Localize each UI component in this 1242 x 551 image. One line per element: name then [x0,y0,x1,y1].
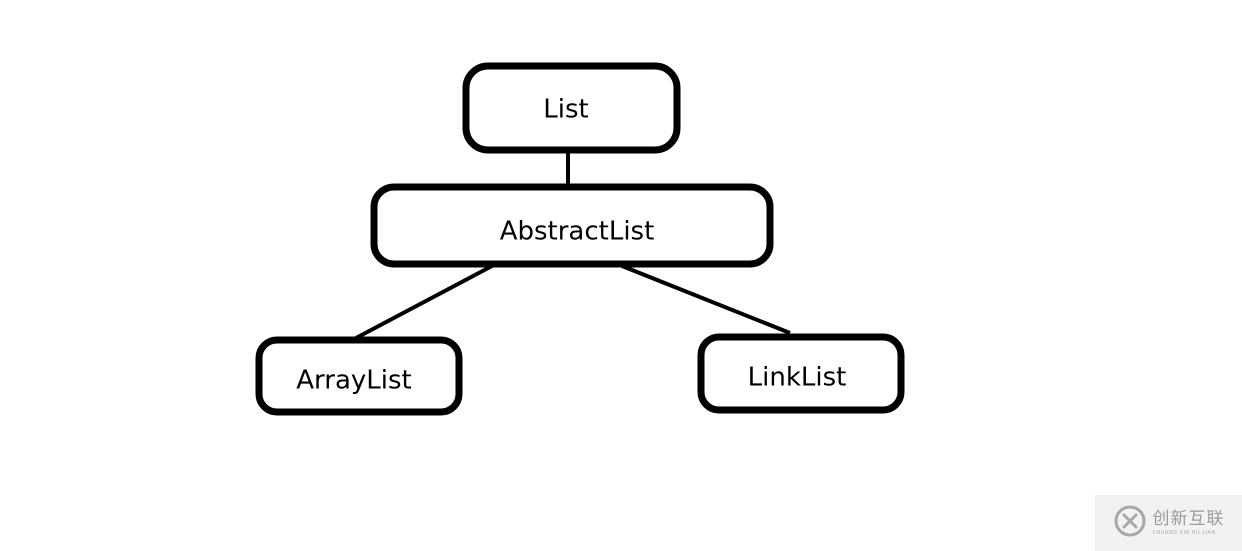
node-linklist: LinkList [697,333,905,414]
node-arraylist-label: ArrayList [296,366,411,396]
node-linklist-label: LinkList [748,363,847,393]
edge-abstractlist-to-linklist [621,264,791,335]
watermark-text-en: CHUANG XIN HU LIAN [1152,529,1216,536]
watermark-text-cn: 创新互联 [1152,508,1225,529]
node-list: List [462,62,681,154]
edge-abstractlist-to-arraylist [355,264,493,340]
node-linklist-box [697,333,905,414]
logo-icon [1113,504,1147,542]
node-arraylist-box [255,336,463,416]
node-arraylist: ArrayList [255,336,463,416]
node-list-box [462,62,681,154]
watermark: 创新互联 CHUANG XIN HU LIAN [1095,495,1242,551]
node-list-label: List [543,95,588,125]
node-abstractlist: AbstractList [370,183,774,268]
node-abstractlist-label: AbstractList [500,217,655,247]
watermark-text: 创新互联 CHUANG XIN HU LIAN [1152,508,1225,536]
node-abstractlist-box [370,183,774,268]
